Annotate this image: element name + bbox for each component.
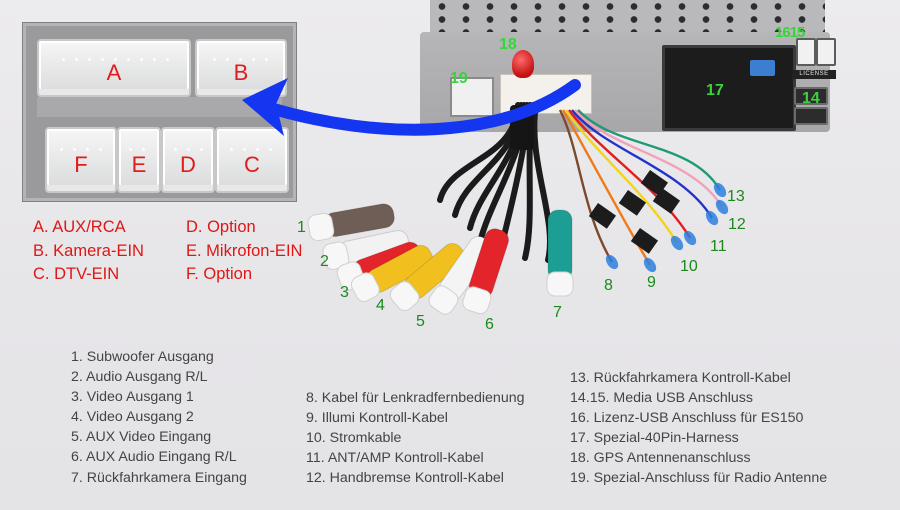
rca-plug xyxy=(307,203,395,242)
description-item: 11. ANT/AMP Kontroll-Kabel xyxy=(306,450,484,467)
rca-plug xyxy=(462,228,510,315)
usb-port-16 xyxy=(796,38,816,66)
connector-label-a: A xyxy=(106,60,122,86)
unit-rear-panel: LICENSE xyxy=(420,32,836,132)
wire-tag xyxy=(630,227,659,254)
rca-plug xyxy=(350,244,434,302)
callout-17: 17 xyxy=(706,82,724,99)
callout-2: 2 xyxy=(320,253,329,270)
signal-wire xyxy=(564,109,679,244)
usb-port-14-lower xyxy=(794,107,828,125)
40pin-harness-socket xyxy=(662,45,796,131)
wire-tag xyxy=(652,188,681,214)
wire-tip xyxy=(715,199,729,215)
callout-1: 1 xyxy=(297,219,306,236)
wire-tip xyxy=(670,235,684,251)
callout-11: 11 xyxy=(710,238,727,255)
rca-plug xyxy=(389,242,466,312)
description-item: 3. Video Ausgang 1 xyxy=(71,389,194,406)
callout-10: 10 xyxy=(680,258,698,275)
connector-label-d: D xyxy=(180,152,196,178)
legend-item-c: C. DTV-EIN xyxy=(33,265,120,283)
signal-wire xyxy=(577,109,722,191)
description-item: 6. AUX Audio Eingang R/L xyxy=(71,449,237,466)
usb-port-14 xyxy=(794,87,828,105)
gps-antenna-connector xyxy=(512,50,534,78)
callout-7: 7 xyxy=(553,304,562,321)
description-item: 10. Stromkable xyxy=(306,430,402,447)
description-item: 17. Spezial-40Pin-Harness xyxy=(570,430,739,447)
radio-unit-photo: LICENSE 18 19 17 1615 14 xyxy=(410,0,840,135)
license-label: LICENSE xyxy=(792,70,836,79)
callout-5: 5 xyxy=(416,313,425,330)
connector-label-e: E xyxy=(131,152,147,178)
connector-legend-left: A. AUX/RCA B. Kamera-EIN C. DTV-EIN xyxy=(33,216,144,287)
callout-4: 4 xyxy=(376,297,385,314)
connector-c: C xyxy=(215,127,289,193)
description-item: 2. Audio Ausgang R/L xyxy=(71,369,208,386)
connector-label-f: F xyxy=(74,152,88,178)
connector-f: F xyxy=(45,127,117,193)
wire-tag xyxy=(588,203,617,229)
description-item: 5. AUX Video Eingang xyxy=(71,429,212,446)
description-item: 19. Spezial-Anschluss für Radio Antenne xyxy=(570,470,828,487)
signal-wire xyxy=(568,109,692,239)
callout-14: 14 xyxy=(802,90,820,107)
connector-label-b: B xyxy=(233,60,249,86)
legend-item-f: F. Option xyxy=(186,265,253,283)
callout-9: 9 xyxy=(647,274,656,291)
description-item: 4. Video Ausgang 2 xyxy=(71,409,194,426)
connector-e: E xyxy=(117,127,161,193)
callout-3: 3 xyxy=(340,284,349,301)
callout-12: 12 xyxy=(728,216,746,233)
connector-a: A xyxy=(37,39,191,97)
connector-d: D xyxy=(161,127,215,193)
description-item: 7. Rückfahrkamera Eingang xyxy=(71,469,247,486)
callout-8: 8 xyxy=(604,277,613,294)
description-item: 8. Kabel für Lenkradfernbedienung xyxy=(306,390,525,406)
connector-legend-right: D. Option E. Mikrofon-EIN F. Option xyxy=(186,216,302,287)
description-item: 1. Subwoofer Ausgang xyxy=(71,349,214,365)
description-item: 9. Illumi Kontroll-Kabel xyxy=(306,410,448,427)
wire-tip xyxy=(705,210,719,226)
description-item: 13. Rückfahrkamera Kontroll-Kabel xyxy=(570,370,791,386)
wire-tip xyxy=(643,257,657,273)
description-list-3: 13. Rückfahrkamera Kontroll-Kabel 14.15.… xyxy=(570,368,827,489)
rca-plug xyxy=(322,229,410,270)
description-item: 14.15. Media USB Anschluss xyxy=(570,390,753,407)
connector-photo: A B F E D C xyxy=(22,22,297,202)
legend-item-d: D. Option xyxy=(186,218,256,236)
signal-wire xyxy=(571,109,714,219)
callout-6: 6 xyxy=(485,316,494,333)
description-list-1: 1. Subwoofer Ausgang 2. Audio Ausgang R/… xyxy=(71,347,247,488)
legend-item-a: A. AUX/RCA xyxy=(33,218,126,236)
connector-divider xyxy=(37,97,282,117)
wire-tip xyxy=(713,182,727,198)
wire-tag xyxy=(618,190,647,216)
rca-plug xyxy=(546,209,574,297)
callout-16-15: 1615 xyxy=(775,24,805,41)
usb-port-15 xyxy=(816,38,836,66)
description-item: 18. GPS Antennenanschluss xyxy=(570,450,751,467)
radio-antenna-port xyxy=(450,77,494,117)
signal-wire xyxy=(574,109,724,208)
callout-19: 19 xyxy=(450,70,468,87)
blue-arrow-shaft xyxy=(264,79,581,136)
blue-arrow-head xyxy=(242,78,288,136)
signal-wire xyxy=(558,109,614,263)
legend-item-b: B. Kamera-EIN xyxy=(33,241,144,260)
wire-tip xyxy=(605,254,619,270)
description-item: 16. Lizenz-USB Anschluss für ES150 xyxy=(570,410,804,427)
callout-13: 13 xyxy=(727,188,745,205)
description-list-2: 8. Kabel für Lenkradfernbedienung 9. Ill… xyxy=(306,388,525,488)
wire-tip xyxy=(683,230,697,246)
callout-18: 18 xyxy=(499,36,517,53)
legend-item-e: E. Mikrofon-EIN xyxy=(186,241,303,260)
connector-label-c: C xyxy=(244,152,260,178)
description-item: 12. Handbremse Kontroll-Kabel xyxy=(306,470,504,487)
harness-clip xyxy=(750,60,775,76)
